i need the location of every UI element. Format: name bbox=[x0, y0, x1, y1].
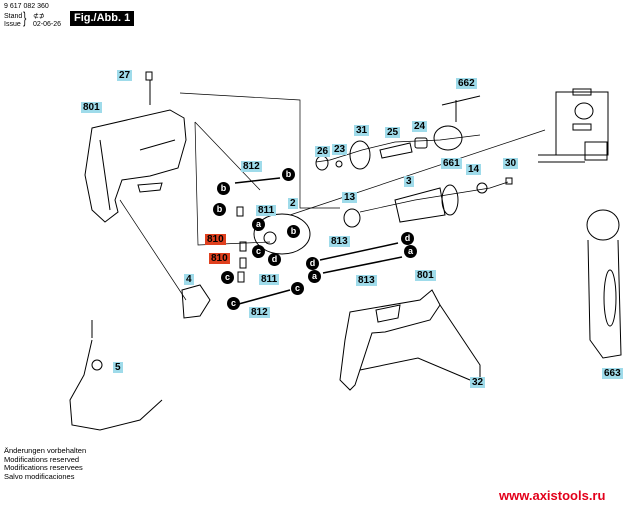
housing-left-icon bbox=[84, 109, 187, 223]
footer-line-es: Salvo modificaciones bbox=[4, 471, 75, 481]
footer-line-de: Änderungen vorbehalten bbox=[4, 446, 87, 455]
leader-lines bbox=[119, 92, 546, 301]
part-label-801[interactable]: 801 bbox=[81, 102, 102, 113]
part-label-24[interactable]: 24 bbox=[412, 121, 428, 132]
brace-icon: } bbox=[23, 10, 27, 27]
part-label-30[interactable]: 30 bbox=[503, 158, 519, 169]
connector-d: d bbox=[268, 253, 281, 266]
figure-title: Fig./Abb. 1 bbox=[70, 11, 135, 26]
rods-icon bbox=[234, 177, 403, 306]
brush-holders-icon bbox=[236, 206, 247, 283]
connector-c: c bbox=[252, 245, 265, 258]
part-label-23[interactable]: 23 bbox=[332, 144, 348, 155]
part-label-31[interactable]: 31 bbox=[354, 125, 370, 136]
part-label-812[interactable]: 812 bbox=[241, 161, 262, 172]
part-label-2[interactable]: 2 bbox=[288, 198, 298, 209]
housing-right-icon bbox=[339, 289, 481, 391]
part-label-661[interactable]: 661 bbox=[441, 158, 462, 169]
part-label-811[interactable]: 811 bbox=[259, 274, 280, 285]
connector-d: d bbox=[401, 232, 414, 245]
connector-b: b bbox=[217, 182, 230, 195]
connector-a: a bbox=[308, 270, 321, 283]
part-label-813[interactable]: 813 bbox=[329, 236, 350, 247]
footer-notes: Änderungen vorbehalten Modifications res… bbox=[4, 446, 87, 481]
connector-c: c bbox=[221, 271, 234, 284]
connector-a: a bbox=[404, 245, 417, 258]
part-label-5[interactable]: 5 bbox=[113, 362, 123, 373]
connector-c: c bbox=[227, 297, 240, 310]
part-label-32[interactable]: 32 bbox=[470, 377, 486, 388]
stand-value: ⊄⊅ bbox=[33, 13, 45, 20]
connector-d: d bbox=[306, 257, 319, 270]
website-link[interactable]: www.axistools.ru bbox=[499, 488, 606, 503]
part-number: 9 617 082 360 bbox=[4, 3, 49, 10]
part-label-801[interactable]: 801 bbox=[415, 270, 436, 281]
armature-icon bbox=[343, 184, 459, 228]
part-label-25[interactable]: 25 bbox=[385, 127, 401, 138]
part-label-813[interactable]: 813 bbox=[356, 275, 377, 286]
connector-c: c bbox=[291, 282, 304, 295]
stator-icon bbox=[253, 213, 311, 255]
circuit-diagram-icon bbox=[538, 88, 609, 163]
side-handle-icon bbox=[586, 209, 622, 359]
part-label-812[interactable]: 812 bbox=[249, 307, 270, 318]
part-27-icon bbox=[145, 71, 153, 105]
part-label-13[interactable]: 13 bbox=[342, 192, 358, 203]
footer-line-fr: Modifications reservees bbox=[4, 463, 83, 472]
switch-icon bbox=[181, 284, 211, 319]
part-label-810-highlighted[interactable]: 810 bbox=[205, 234, 226, 245]
part-label-26[interactable]: 26 bbox=[315, 146, 331, 157]
part-label-27[interactable]: 27 bbox=[117, 70, 133, 81]
connector-b: b bbox=[282, 168, 295, 181]
issue-label: Issue bbox=[4, 21, 21, 28]
part-label-3[interactable]: 3 bbox=[404, 176, 414, 187]
part-label-810-highlighted[interactable]: 810 bbox=[209, 253, 230, 264]
part-label-14[interactable]: 14 bbox=[466, 164, 482, 175]
stand-label: Stand bbox=[4, 13, 23, 20]
chuck-key-icon bbox=[441, 95, 481, 122]
power-cable-icon bbox=[69, 320, 163, 431]
part-label-663[interactable]: 663 bbox=[602, 368, 623, 379]
connector-a: a bbox=[252, 218, 265, 231]
part-label-662[interactable]: 662 bbox=[456, 78, 477, 89]
connector-b: b bbox=[213, 203, 226, 216]
footer-line-en: Modifications reserved bbox=[4, 454, 80, 464]
part-label-811[interactable]: 811 bbox=[256, 205, 277, 216]
issue-date: 02-06-26 bbox=[33, 21, 62, 28]
part-label-4[interactable]: 4 bbox=[184, 274, 194, 285]
connector-b: b bbox=[287, 225, 300, 238]
gear-train-icon bbox=[315, 125, 513, 194]
